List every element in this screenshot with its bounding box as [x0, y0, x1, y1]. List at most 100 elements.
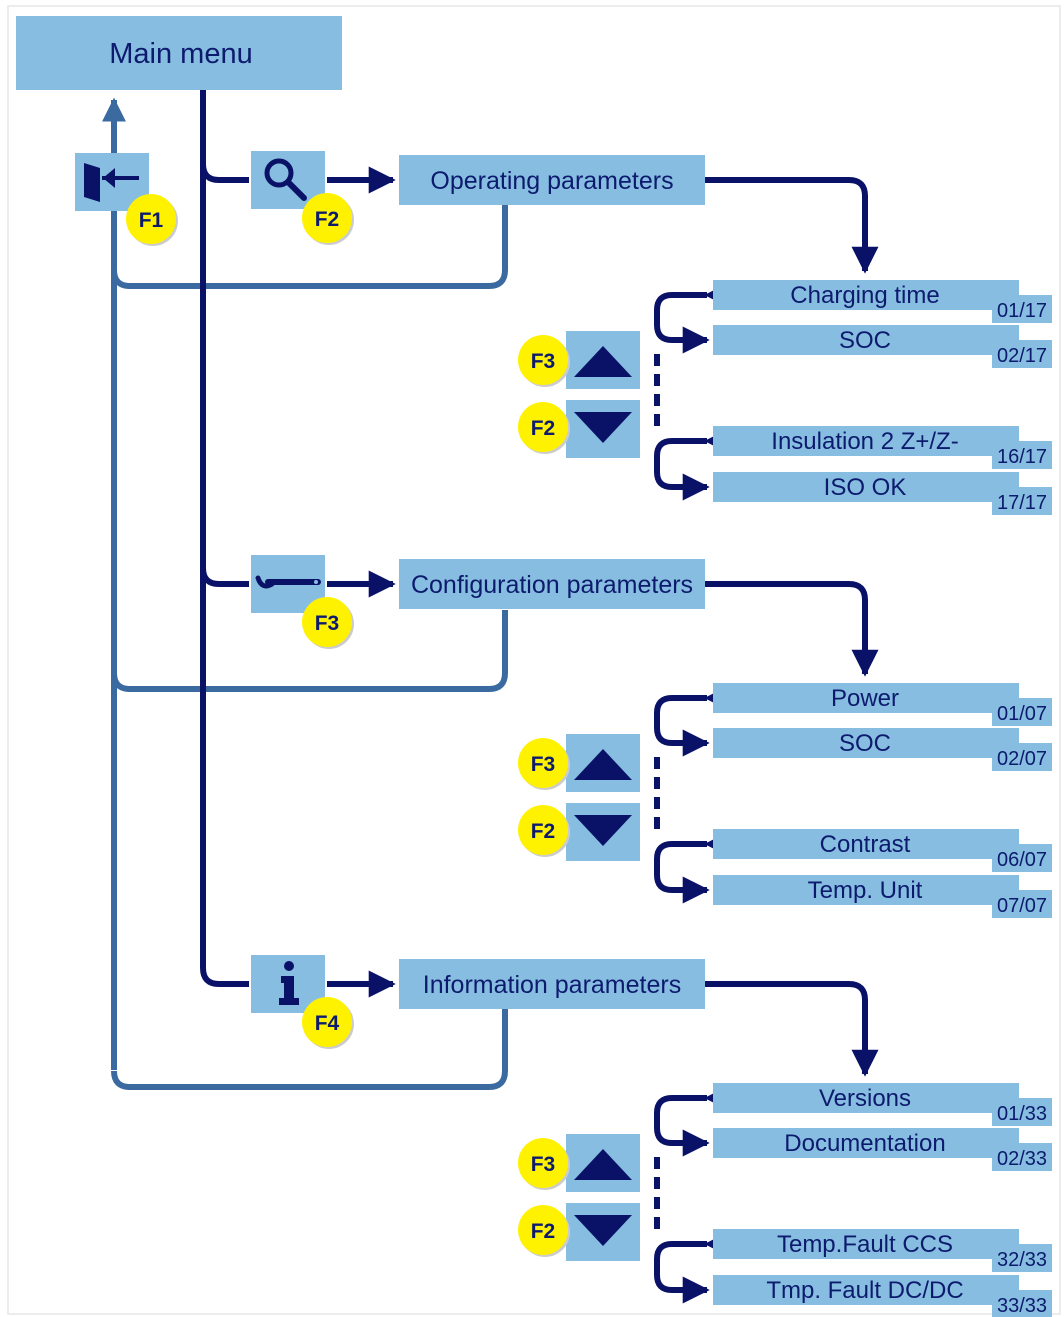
list-item[interactable]: SOC 02/07 [713, 728, 1052, 771]
list-item-label: Temp. Unit [808, 877, 923, 904]
list-item-index: 02/33 [997, 1148, 1047, 1170]
operating-key-badge-circle [302, 193, 352, 243]
operating-header[interactable]: Operating parameters [399, 155, 705, 205]
operating-down-badge-label: F2 [531, 417, 556, 440]
return-lines [102, 97, 508, 1090]
operating-arrow-to-list [705, 177, 879, 274]
configuration-up-button[interactable]: F3 [518, 734, 640, 792]
exit-door-icon [84, 163, 139, 202]
configuration-header[interactable]: Configuration parameters [399, 559, 705, 609]
configuration-key-button[interactable]: F3 [251, 555, 354, 649]
f1-label: F1 [139, 209, 164, 232]
return-from-information [111, 1008, 508, 1090]
information-list-loop [654, 1084, 732, 1304]
exit-button[interactable]: F1 [75, 153, 178, 246]
configuration-key-badge-circle [302, 597, 352, 647]
information-down-badge: F2 [518, 1205, 570, 1257]
list-item-index: 01/07 [997, 703, 1047, 725]
arrow-up-icon [574, 749, 632, 780]
list-item-label: Versions [819, 1085, 911, 1112]
list-item[interactable]: Temp. Unit 07/07 [713, 875, 1052, 918]
main-menu[interactable]: Main menu [16, 16, 342, 90]
list-item[interactable]: Contrast 06/07 [713, 829, 1052, 872]
operating-down-button[interactable]: F2 [518, 400, 640, 458]
branch-operating [200, 163, 249, 183]
list-item-index: 02/17 [997, 345, 1047, 367]
information-up-badge-circle [518, 1138, 568, 1188]
information-header-label: Information parameters [423, 971, 681, 999]
arrow-down-icon [574, 412, 632, 443]
branch-configuration [200, 567, 249, 587]
operating-down-badge: F2 [518, 402, 570, 454]
list-item-index: 17/17 [997, 492, 1047, 514]
operating-up-badge: F3 [518, 335, 570, 387]
main-trunk [200, 90, 249, 987]
list-item-index: 02/07 [997, 748, 1047, 770]
magnifier-icon [264, 158, 307, 201]
list-item[interactable]: Insulation 2 Z+/Z-16/17 [713, 426, 1052, 469]
configuration-down-button[interactable]: F2 [518, 803, 640, 861]
configuration-key-badge: F3 [302, 597, 354, 649]
main-menu-label: Main menu [109, 38, 252, 70]
configuration-down-badge-label: F2 [531, 820, 556, 843]
arrow-down-icon [574, 1215, 632, 1246]
forward-lines [200, 90, 249, 987]
configuration-up-badge: F3 [518, 738, 570, 790]
list-item-label: Tmp. Fault DC/DC [766, 1277, 963, 1304]
list-item[interactable]: SOC 02/17 [713, 325, 1052, 368]
information-arrow-to-list [705, 981, 879, 1077]
list-item-label: ISO OK [824, 474, 907, 501]
list-item[interactable]: Power 01/07 [713, 683, 1052, 726]
configuration-up-badge-label: F3 [531, 753, 556, 776]
information-up-badge-label: F3 [531, 1153, 556, 1176]
list-item-label: Documentation [784, 1130, 945, 1157]
list-item-label: SOC [839, 327, 891, 354]
info-icon [279, 961, 299, 1005]
list-item-index: 01/33 [997, 1103, 1047, 1125]
information-up-button[interactable]: F3 [518, 1134, 640, 1192]
list-item-label: Insulation 2 Z+/Z- [771, 428, 958, 455]
information-key-badge-label: F4 [315, 1012, 340, 1035]
information-header[interactable]: Information parameters [399, 959, 705, 1009]
f1-badge [126, 194, 176, 244]
wrench-icon [255, 575, 321, 589]
list-item-label: Contrast [820, 831, 911, 858]
configuration-down-badge: F2 [518, 805, 570, 857]
return-from-operating [111, 205, 508, 289]
information-key-button[interactable]: F4 [251, 955, 354, 1049]
list-item-index: 01/17 [997, 300, 1047, 322]
operating-key-badge: F2 [302, 193, 354, 245]
information-up-badge: F3 [518, 1138, 570, 1190]
list-item-label: SOC [839, 730, 891, 757]
operating-down-badge-circle [518, 402, 568, 452]
list-item-index: 06/07 [997, 849, 1047, 871]
information-key-badge: F4 [302, 997, 354, 1049]
information-down-badge-label: F2 [531, 1220, 556, 1243]
operating-up-badge-circle [518, 335, 568, 385]
operating-up-button[interactable]: F3 [518, 331, 640, 389]
arrow-up-icon [574, 1149, 632, 1180]
list-item-label: Power [831, 685, 899, 712]
configuration-key-badge-label: F3 [315, 612, 340, 635]
list-item[interactable]: ISO OK 17/17 [713, 472, 1052, 515]
list-item[interactable]: Versions 01/33 [713, 1083, 1052, 1126]
operating-key-button[interactable]: F2 [251, 151, 354, 245]
operating-key-badge-label: F2 [315, 208, 340, 231]
list-item-index: 07/07 [997, 895, 1047, 917]
configuration-down-badge-circle [518, 805, 568, 855]
information-down-button[interactable]: F2 [518, 1203, 640, 1261]
list-item-index: 32/33 [997, 1249, 1047, 1271]
list-item[interactable]: Documentation 02/33 [713, 1128, 1052, 1171]
frame-border [7, 5, 1061, 1315]
operating-header-label: Operating parameters [430, 167, 673, 195]
operating-up-badge-label: F3 [531, 350, 556, 373]
operating-list-loop [654, 281, 732, 501]
